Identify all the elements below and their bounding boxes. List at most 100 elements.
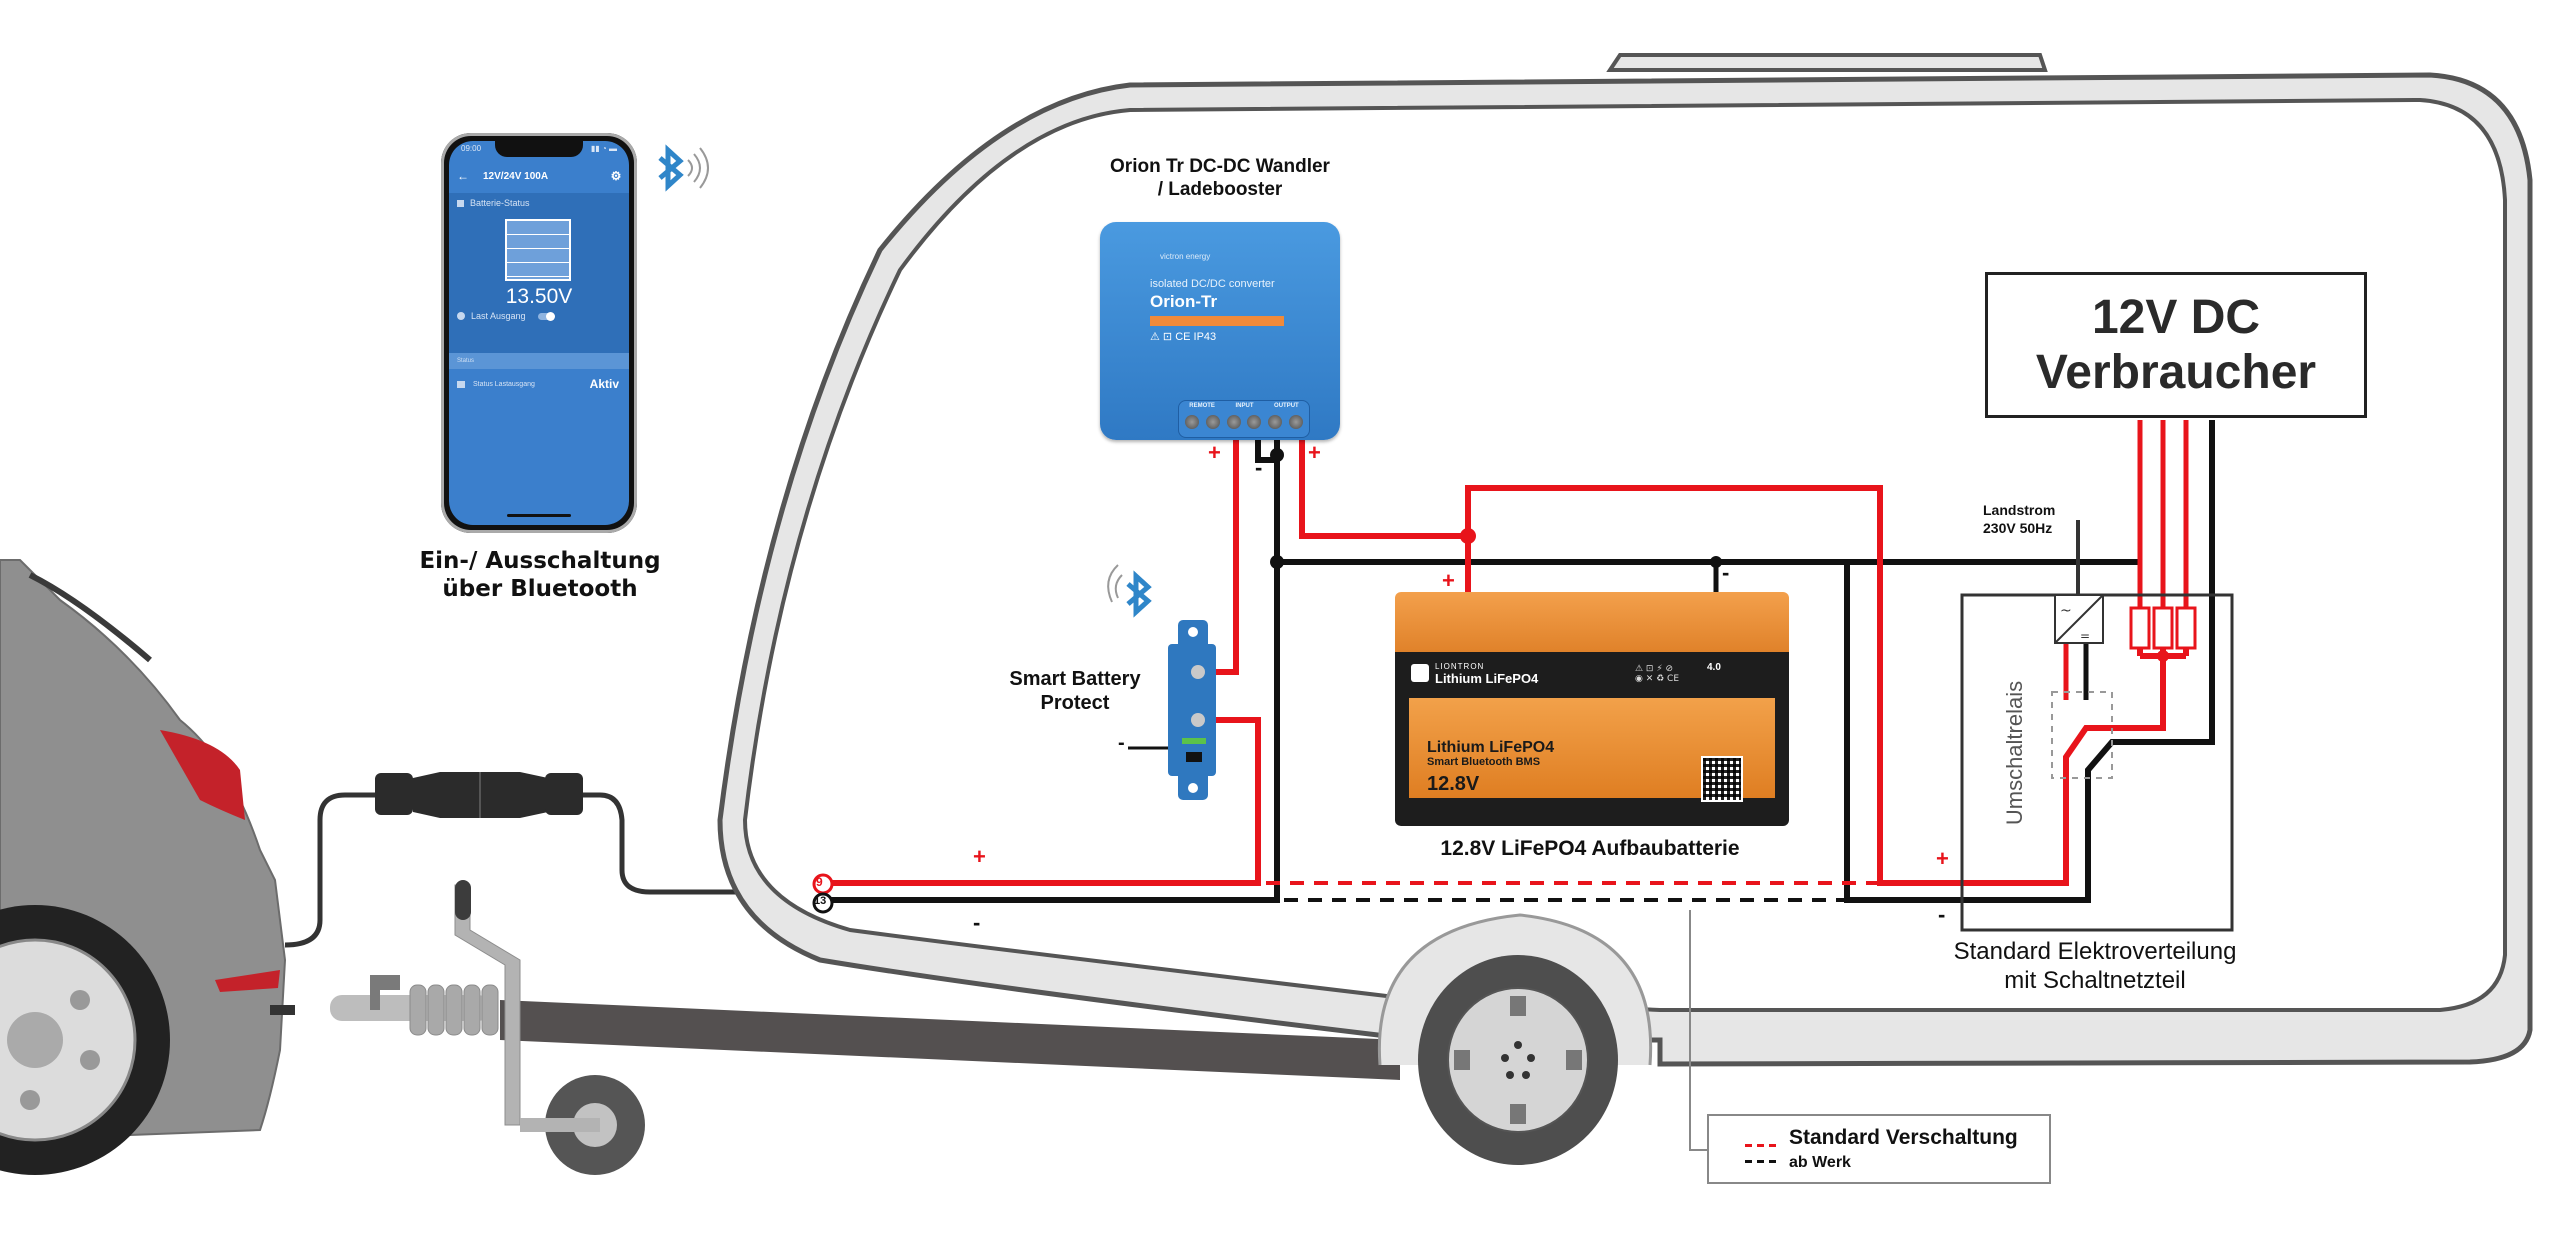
battery-status-label: Batterie-Status (470, 198, 530, 208)
terminal-output-label: OUTPUT (1274, 403, 1299, 409)
battery-plus: + (1442, 568, 1455, 593)
phone-screen: 09:00 ▮▮ ◔ ▬ ← 12V/24V 100A ⚙ Batterie-S… (449, 141, 629, 525)
orion-output-plus: + (1308, 440, 1321, 465)
drawbar (330, 880, 1400, 1175)
phone-caption: Ein-/ Ausschaltung über Bluetooth (395, 548, 685, 603)
legend: Standard Verschaltung ab Werk (1707, 1114, 2051, 1184)
lion-logo-icon (1411, 664, 1429, 682)
legend-black-dashed (1745, 1160, 1777, 1163)
bluetooth-icon-phone (658, 144, 709, 192)
orion-stripe (1150, 316, 1284, 326)
load-output-row: Last Ausgang (457, 311, 555, 321)
battery-graphic-icon (505, 219, 571, 281)
status-row: Status Lastausgang Aktiv (457, 377, 619, 391)
phone-screen-title: 12V/24V 100A (483, 170, 549, 182)
terminal-screw (1247, 415, 1262, 429)
sbp-label: Smart Battery Protect (985, 667, 1165, 715)
sbp-label-line2: Protect (1040, 692, 1110, 714)
phone-caption-line1: Ein-/ Ausschaltung (419, 548, 661, 574)
battery-voltage: 13.50V (505, 285, 573, 308)
consumer-box-line1: 12V DC (2091, 290, 2261, 344)
distribution-minus: - (1938, 902, 1946, 927)
smart-battery-protect (1168, 620, 1216, 800)
battery-status-icon (457, 199, 464, 207)
orion-model: Orion-Tr (1150, 292, 1218, 311)
sbp-label-line1: Smart Battery (1009, 668, 1141, 690)
orion-input-plus: + (1208, 440, 1221, 465)
orion-brand: victron energy (1160, 252, 1211, 261)
relay-label: Umschaltrelais (2002, 680, 2027, 826)
terminal-screw (1185, 415, 1199, 429)
distribution-plus: + (1936, 846, 1949, 871)
legend-red-dashed (1745, 1144, 1777, 1147)
battery-brand-sub: Lithium LiFePO4 (1435, 671, 1539, 686)
terminal-screw (1205, 415, 1220, 429)
arrow-left-icon[interactable]: ← (457, 169, 469, 183)
pin-9-label: 9 (816, 875, 823, 889)
junction-neg-orion (1270, 448, 1284, 462)
trailer-plus: + (973, 844, 986, 869)
wire-pos-sbp-out (1208, 440, 1239, 675)
distribution-caption-line2: mit Schaltnetzteil (2004, 966, 2186, 994)
phone-notch (495, 141, 583, 157)
load-output-label: Last Ausgang (471, 311, 526, 321)
wire-neg-main (822, 559, 2140, 903)
shore-power-line1: Landstrom (1983, 502, 2056, 518)
home-indicator (507, 514, 571, 517)
certification-icons: ⚠ ⊡ ⚡ ⊘◉ ✕ ♻ CE (1635, 664, 1680, 684)
distribution-caption-line1: Standard Elektroverteilung (1953, 938, 2237, 965)
terminal-screw (1226, 415, 1241, 429)
orion-terminal-screws (1185, 415, 1303, 429)
status-row-label: Status Lastausgang (473, 380, 535, 388)
orion-label-line1: Orion Tr DC-DC Wandler (1110, 156, 1330, 177)
bulb-icon (457, 312, 465, 320)
status-divider: Status (449, 353, 629, 369)
junction-pos-fuses (2157, 650, 2169, 662)
battery-label-line1: Lithium LiFePO4 (1427, 739, 1555, 756)
orion-label: Orion Tr DC-DC Wandler / Ladebooster (1060, 156, 1380, 202)
pin-13-label: 13 (814, 895, 827, 907)
consumer-box: 12V DC Verbraucher (1985, 272, 2367, 418)
battery-case: LIONTRON Lithium LiFePO4 ⚠ ⊡ ⚡ ⊘◉ ✕ ♻ CE… (1395, 652, 1789, 826)
wire-pos-trailer (822, 717, 1261, 886)
orion-label-line2: / Ladebooster (1157, 178, 1283, 200)
orion-terminal-labels: REMOTE INPUT OUTPUT (1179, 403, 1309, 409)
battery-minus: - (1722, 560, 1730, 585)
car-reflector (215, 970, 280, 992)
battery-status-section: Batterie-Status (457, 198, 530, 208)
battery-caption: 12.8V LiFePO4 Aufbaubatterie (1440, 837, 1740, 860)
trailer-cable (284, 772, 820, 948)
phone-app-bar: ← 12V/24V 100A ⚙ (449, 163, 629, 189)
shore-power-label: Landstrom 230V 50Hz (1983, 502, 2055, 537)
distribution-box: ~ = (1960, 593, 2234, 932)
distribution-caption: Standard Elektroverteilung mit Schaltnet… (1905, 938, 2285, 996)
bluetooth-icon-sbp (1107, 564, 1152, 618)
lifepo4-battery: LIONTRON Lithium LiFePO4 ⚠ ⊡ ⚡ ⊘◉ ✕ ♻ CE… (1395, 592, 1789, 832)
consumer-box-line2: Verbraucher (2035, 346, 2317, 399)
fuse-block (2129, 606, 2197, 650)
phone-status-time: 09:00 (461, 144, 482, 153)
trailer-plug-connector (375, 772, 583, 818)
phone-status-bar: 09:00 ▮▮ ◔ ▬ (461, 144, 617, 156)
battery-lid (1395, 592, 1789, 652)
orion-subtitle: isolated DC/DC converter (1150, 278, 1275, 290)
junction-neg-main (1270, 555, 1284, 569)
svg-text:~: ~ (2060, 603, 2072, 619)
junction-neg-batt (1710, 556, 1722, 568)
car (0, 559, 295, 1175)
gear-icon[interactable]: ⚙ (610, 169, 622, 183)
sbp-minus: - (1118, 732, 1125, 754)
battery-brand: LIONTRON Lithium LiFePO4 (1435, 662, 1538, 686)
orion-rating: ⚠ ⊡ CE IP43 (1150, 331, 1217, 343)
legend-line2: ab Werk (1789, 1154, 1851, 1171)
shore-power-line2: 230V 50Hz (1983, 519, 2053, 536)
wire-neg-relay (1962, 420, 2215, 903)
battery-label-line2: Smart Bluetooth BMS (1427, 755, 1541, 768)
smartphone-app: 09:00 ▮▮ ◔ ▬ ← 12V/24V 100A ⚙ Batterie-S… (441, 133, 637, 533)
load-output-toggle[interactable] (537, 311, 555, 321)
battery-status-panel: Batterie-Status 13.50V Last Ausgang (449, 193, 629, 353)
terminal-remote-label: REMOTE (1189, 403, 1215, 409)
bluetooth-version: 4.0 (1707, 662, 1721, 673)
terminal-input-label: INPUT (1235, 403, 1254, 409)
status-row-value: Aktiv (589, 377, 619, 391)
